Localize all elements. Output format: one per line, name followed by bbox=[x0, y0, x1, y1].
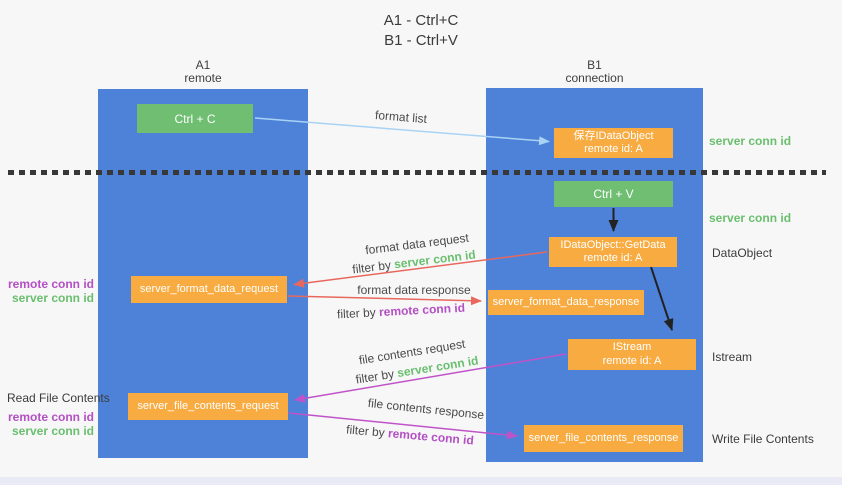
idataobject-getdata-node: IDataObject::GetData remote id: A bbox=[549, 237, 677, 267]
format-list-label: format list bbox=[374, 107, 428, 127]
server-file-contents-response-node: server_file_contents_response bbox=[524, 425, 683, 452]
lane-a1-subtitle: remote bbox=[184, 71, 222, 85]
diagram-title: A1 - Ctrl+C B1 - Ctrl+V bbox=[0, 11, 842, 51]
server-conn-id-annotation-top: server conn id bbox=[709, 134, 792, 148]
server-format-data-request-label: server_format_data_request bbox=[139, 282, 279, 295]
filter-by-text: filter by bbox=[354, 366, 396, 387]
server-format-data-response-node: server_format_data_response bbox=[488, 290, 644, 315]
server-conn-id-annotation-2: server conn id bbox=[11, 424, 94, 438]
lane-b1-name: B1 bbox=[587, 58, 602, 72]
dataobject-annotation: DataObject bbox=[712, 246, 773, 260]
machine-separator-dotted-line bbox=[8, 170, 826, 175]
lane-header-b1: B1 connection bbox=[486, 59, 703, 85]
getdata-line2: remote id: A bbox=[583, 252, 643, 264]
lane-b1-subtitle: connection bbox=[565, 71, 624, 85]
save-idataobject-node: 保存IDataObject remote id: A bbox=[554, 128, 673, 158]
ctrl-v-node: Ctrl + V bbox=[554, 181, 673, 207]
lane-a1-name: A1 bbox=[195, 58, 211, 72]
filter-by-remote-conn-id-label-1: filter by remote conn id bbox=[337, 301, 466, 322]
ctrl-v-label: Ctrl + V bbox=[593, 187, 634, 201]
istream-line1: IStream bbox=[612, 341, 652, 353]
filter-by-remote-conn-id-label-2: filter by remote conn id bbox=[346, 422, 475, 447]
remote-conn-id-annotation-2: remote conn id bbox=[8, 410, 95, 424]
server-file-contents-request-label: server_file_contents_request bbox=[137, 399, 279, 412]
istream-line2: remote id: A bbox=[602, 354, 662, 367]
filter-by-text: filter by bbox=[351, 257, 392, 277]
lane-header-a1: A1 remote bbox=[98, 59, 308, 85]
remote-conn-id-text: remote conn id bbox=[387, 426, 475, 448]
server-file-contents-request-node: server_file_contents_request bbox=[128, 393, 288, 420]
save-idataobject-line1: 保存IDataObject bbox=[573, 129, 654, 142]
server-format-data-request-node: server_format_data_request bbox=[131, 276, 287, 303]
title-line-b1: B1 - Ctrl+V bbox=[384, 32, 458, 49]
ctrl-c-label: Ctrl + C bbox=[174, 111, 216, 126]
getdata-line1: IDataObject::GetData bbox=[560, 238, 666, 251]
bottom-strip bbox=[0, 477, 842, 485]
server-file-contents-response-label: server_file_contents_response bbox=[528, 431, 679, 444]
filter-by-text: filter by bbox=[345, 422, 386, 440]
write-file-contents-annotation: Write File Contents bbox=[712, 432, 814, 446]
ctrl-c-node: Ctrl + C bbox=[137, 104, 253, 133]
istream-node: IStream remote id: A bbox=[568, 339, 696, 370]
read-file-contents-annotation: Read File Contents bbox=[7, 391, 110, 405]
server-conn-id-annotation-1: server conn id bbox=[11, 291, 94, 305]
conn-id-annotations-file: remote conn id server conn id bbox=[8, 410, 94, 438]
file-contents-response-label: file contents response bbox=[367, 395, 485, 423]
format-data-response-label: format data response bbox=[357, 283, 471, 297]
istream-annotation: Istream bbox=[712, 350, 753, 364]
save-idataobject-line2: remote id: A bbox=[584, 143, 643, 155]
server-conn-id-annotation-mid: server conn id bbox=[709, 211, 792, 225]
server-format-data-response-label: server_format_data_response bbox=[492, 295, 640, 308]
conn-id-annotations-format: remote conn id server conn id bbox=[8, 277, 94, 305]
filter-by-text: filter by bbox=[336, 305, 377, 322]
title-line-a1: A1 - Ctrl+C bbox=[383, 12, 459, 29]
remote-conn-id-text: remote conn id bbox=[378, 300, 466, 320]
remote-conn-id-annotation-1: remote conn id bbox=[8, 277, 95, 291]
